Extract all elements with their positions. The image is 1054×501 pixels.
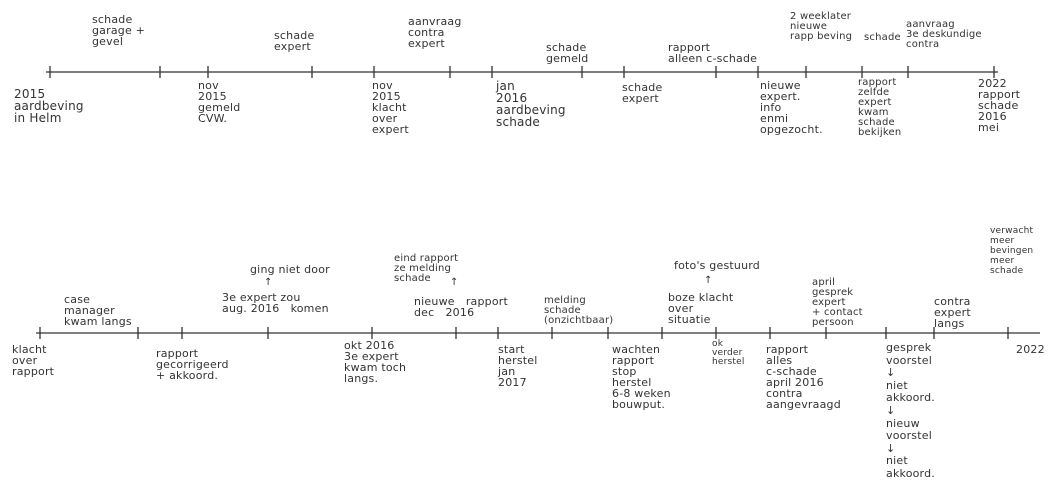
timeline-bottom	[36, 327, 1040, 339]
event-label: wachten rapport stop herstel 6-8 weken b…	[612, 343, 671, 411]
event-label: melding schade (onzichtbaar)	[544, 295, 614, 326]
event-label: klacht over rapport	[12, 343, 55, 378]
event-label: nieuwe expert. info enmi opgezocht.	[760, 79, 823, 136]
up-arrow-icon: ↑	[704, 275, 713, 286]
event-label: schade	[864, 32, 901, 43]
event-label: eind rapport ze melding schade	[394, 253, 459, 284]
event-label: case manager kwam langs	[64, 293, 132, 328]
up-arrow-icon: ↑	[264, 277, 273, 288]
event-label: nieuwe rapport dec 2016	[414, 295, 509, 319]
event-label: schade gemeld	[546, 41, 589, 65]
event-label: contra expert langs	[934, 295, 971, 330]
event-label: rapport alles c-schade april 2016 contra…	[766, 343, 841, 411]
event-label: 2022	[1016, 343, 1045, 356]
event-label: nov 2015 gemeld CVW.	[198, 79, 241, 125]
event-label: aanvraag contra expert	[408, 15, 462, 50]
timeline-top	[46, 66, 998, 78]
event-label: schade expert	[274, 29, 315, 53]
event-label: ging niet door	[250, 263, 330, 276]
event-label: 2022 rapport schade 2016 mei	[978, 77, 1021, 134]
event-label: verwacht meer bevingen meer schade	[990, 226, 1034, 276]
event-label: jan 2016 aardbeving schade	[496, 79, 566, 129]
event-label: april gesprek expert + contact persoon	[812, 277, 863, 328]
event-label: 2015 aardbeving in Helm	[14, 87, 84, 125]
event-label: start herstel jan 2017	[498, 343, 538, 389]
event-label: 2 weeklater nieuwe rapp beving	[790, 11, 853, 42]
timeline-top-ticks	[49, 66, 995, 78]
timeline-bottom-ticks	[39, 327, 1009, 339]
event-label: rapport alleen c-schade	[668, 41, 758, 65]
up-arrow-icon: ↑	[450, 277, 459, 288]
event-label: rapport zelfde expert kwam schade bekijk…	[858, 77, 902, 138]
event-label: aanvraag 3e deskundige contra	[906, 19, 982, 50]
event-label: schade expert	[622, 81, 663, 105]
event-label: ok verder herstel	[712, 339, 745, 367]
event-label: schade garage + gevel	[92, 13, 146, 48]
event-label: rapport gecorrigeerd + akkoord.	[156, 347, 229, 382]
event-label: 3e expert zou aug. 2016 komen	[222, 291, 329, 315]
event-label: foto's gestuurd	[674, 259, 760, 272]
event-label: gesprek voorstel ↓ niet akkoord. ↓ nieuw…	[886, 341, 935, 480]
event-label: boze klacht over situatie	[668, 291, 734, 326]
event-label: okt 2016 3e expert kwam toch langs.	[344, 339, 407, 385]
event-label: nov 2015 klacht over expert	[372, 79, 409, 136]
